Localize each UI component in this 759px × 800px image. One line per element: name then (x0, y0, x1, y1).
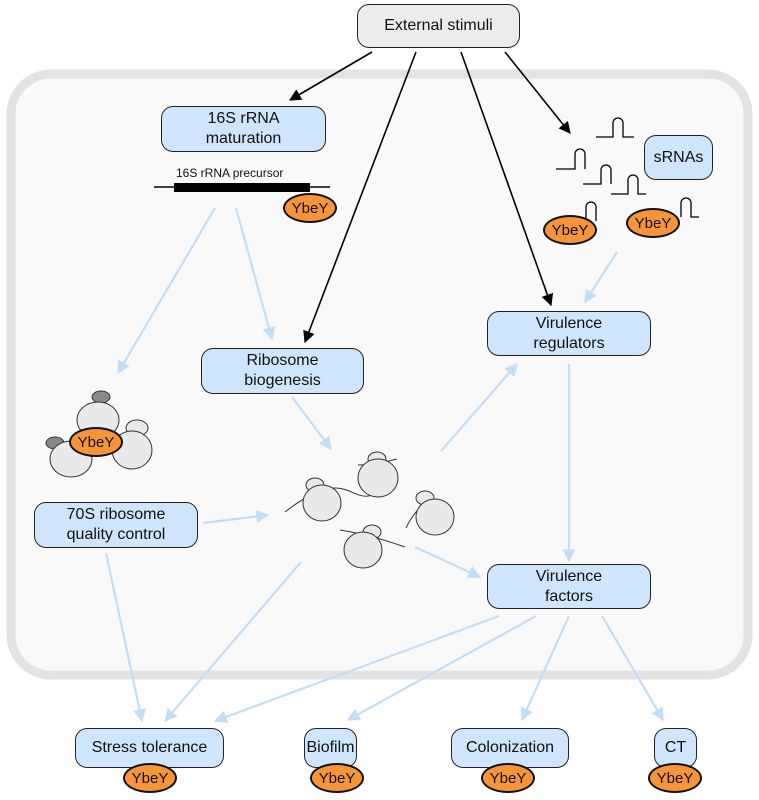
rrna-maturation-box: 16S rRNA maturation (161, 106, 326, 152)
arrow-factors-to-colonization (520, 615, 571, 722)
arrow-srnas-to-regulators (584, 251, 618, 304)
arrow-ribosomes-to-factors (414, 546, 482, 578)
hairpin-6 (680, 197, 699, 218)
hairpin-2 (556, 148, 586, 170)
precursor-label: 16S rRNA precursor (176, 166, 284, 180)
external-stimuli-box: External stimuli (357, 4, 520, 48)
arrow-qc-to-stress (104, 552, 146, 723)
arrow-precursor-to-qc-ribosome (117, 207, 216, 375)
ybey-badge-biofilm: YbeY (310, 763, 364, 793)
mrna-strand (284, 487, 373, 513)
large-subunit (302, 484, 342, 522)
arrow-qc-to-ribosomes (202, 509, 270, 525)
arrow-factors-to-ct (601, 615, 664, 722)
arrow-stimuli-to-biogenesis (303, 51, 417, 344)
srnas-box: sRNAs (644, 135, 713, 180)
large-subunit (415, 498, 455, 536)
arrow-biogenesis-to-ribosomes (291, 396, 332, 451)
large-subunit (343, 531, 383, 569)
quality-control-box: 70S ribosome quality control (34, 502, 198, 548)
qc-ribosome-cluster (45, 390, 153, 478)
translating-ribosomes (284, 451, 455, 569)
arrow-factors-to-biofilm (346, 615, 537, 721)
biofilm-box: Biofilm (304, 728, 357, 768)
stress-tolerance-box: Stress tolerance (75, 728, 224, 768)
ct-box: CT (654, 728, 697, 768)
arrow-ribosomes-to-stress (164, 561, 302, 722)
ybey-badge-stress: YbeY (123, 763, 177, 793)
colonization-box: Colonization (451, 728, 569, 768)
small-subunit (91, 390, 111, 404)
arrow-ribosomes-to-regulators (440, 363, 518, 452)
ybey-badge-qc-ribosome: YbeY (69, 427, 123, 457)
large-subunit (357, 458, 399, 498)
arrow-stimuli-to-srnas (504, 51, 571, 134)
ybey-badge-srna-2: YbeY (626, 208, 680, 238)
ybey-badge-ct: YbeY (648, 763, 702, 793)
arrow-stimuli-to-rrna (288, 51, 373, 101)
arrow-stimuli-to-regulators (460, 51, 554, 307)
ribosome-biogenesis-box: Ribosome biogenesis (201, 348, 364, 394)
hairpin-3 (583, 164, 612, 185)
virulence-factors-box: Virulence factors (487, 564, 651, 609)
ybey-badge-colonization: YbeY (481, 763, 535, 793)
virulence-regulators-box: Virulence regulators (487, 311, 651, 356)
arrow-precursor-to-biogenesis (234, 207, 276, 341)
arrow-factors-to-stress (213, 614, 500, 724)
ybey-badge-precursor: YbeY (283, 193, 337, 223)
precursor-mature-region (174, 183, 310, 192)
hairpin-4 (611, 174, 646, 195)
hairpin-1 (596, 117, 634, 138)
ybey-badge-srna-1: YbeY (543, 215, 597, 245)
